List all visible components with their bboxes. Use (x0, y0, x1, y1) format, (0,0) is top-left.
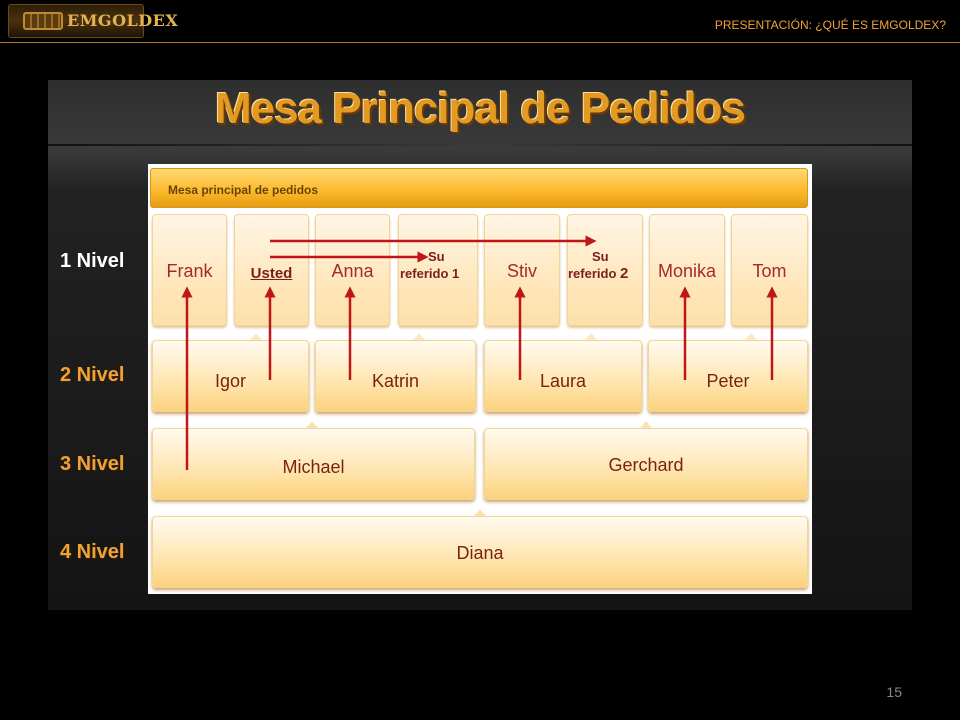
orders-board: Mesa principal de pedidos Frank Usted An… (148, 164, 812, 594)
referral-label-1: Su referido 1 (400, 248, 459, 282)
member-name-usted: Usted (250, 265, 293, 282)
member-name: Frank (166, 261, 213, 281)
presentation-title: PRESENTACIÓN: ¿QUÉ ES EMGOLDEX? (714, 18, 946, 32)
arrows-overlay (181, 235, 778, 470)
level2-box-peter: Peter (648, 340, 808, 412)
member-name: Michael (282, 457, 345, 477)
connector-notch (640, 421, 652, 428)
title-divider (48, 144, 912, 146)
level1-box-anna: Anna (315, 214, 390, 326)
referral-su: Su (592, 249, 609, 264)
level-label-3: 3 Nivel (60, 453, 125, 475)
header-divider (0, 42, 960, 43)
page-number: 15 (886, 684, 902, 700)
level3-box-gerchard: Gerchard (484, 428, 808, 500)
level1-box-usted: Usted (234, 214, 309, 326)
connector-notch (250, 333, 262, 340)
slide-header: EMGOLDEX PRESENTACIÓN: ¿QUÉ ES EMGOLDEX? (0, 0, 960, 44)
member-name: Anna (331, 261, 374, 281)
connector-notch (306, 421, 318, 428)
member-name: Stiv (506, 261, 537, 281)
board-title: Mesa principal de pedidos (168, 183, 319, 197)
referral-text-2: referido 2 (568, 265, 629, 282)
connector-notch (585, 333, 597, 340)
connector-notch (745, 333, 757, 340)
member-name: Laura (539, 371, 587, 391)
level1-box-referido2 (567, 214, 643, 326)
referral-su: Su (428, 249, 445, 264)
board-header: Mesa principal de pedidos (150, 168, 808, 208)
member-name: Igor (214, 371, 247, 391)
emgoldex-logo: EMGOLDEX (8, 4, 178, 38)
connector-notch (413, 333, 425, 340)
member-name: Monika (657, 261, 717, 281)
level1-box-tom: Tom (731, 214, 808, 326)
level1-box-stiv: Stiv (484, 214, 560, 326)
level-label-2: 2 Nivel (60, 364, 125, 386)
level2-box-laura: Laura (484, 340, 642, 412)
connector-notch (474, 509, 486, 516)
level4-box-diana: Diana (152, 516, 808, 588)
level2-box-katrin: Katrin (315, 340, 476, 412)
member-name: Tom (752, 261, 787, 281)
level3-box-michael: Michael (152, 428, 475, 500)
level1-box-frank: Frank (152, 214, 227, 326)
level1-box-monika: Monika (649, 214, 725, 326)
referral-text: referido 1 (400, 266, 460, 281)
slide-title: Mesa Principal de Pedidos (214, 84, 746, 133)
member-name: Peter (706, 371, 750, 391)
level-label-4: 4 Nivel (60, 541, 125, 563)
level2-box-igor: Igor (152, 340, 309, 412)
member-name: Katrin (371, 371, 420, 391)
member-name: Gerchard (608, 455, 684, 475)
level-label-1: 1 Nivel (60, 250, 125, 272)
referral-label-2: Su referido 2 (568, 248, 628, 282)
gold-bars-icon (23, 12, 63, 30)
logo-text: EMGOLDEX (67, 11, 179, 30)
level1-box-referido1 (398, 214, 478, 326)
member-name: Diana (456, 543, 504, 563)
